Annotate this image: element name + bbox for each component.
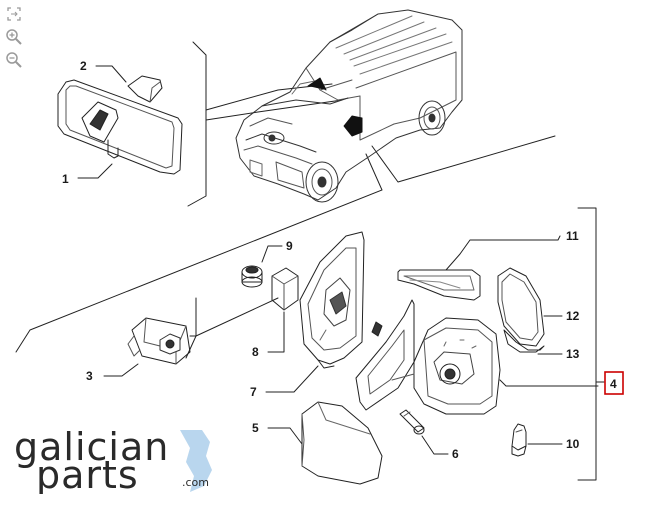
callout-8[interactable]: 8 bbox=[252, 345, 259, 359]
mirror-cover-part-5[interactable] bbox=[301, 401, 383, 485]
zoom-in-button[interactable] bbox=[4, 27, 24, 47]
cover-clip-part-8[interactable] bbox=[271, 267, 299, 311]
glass-backing-part-13[interactable] bbox=[503, 329, 545, 353]
logo-line-2: parts bbox=[36, 453, 139, 494]
highlight-box-part-4 bbox=[604, 371, 624, 395]
logo-line-1: galician bbox=[14, 428, 169, 469]
callout-6[interactable]: 6 bbox=[452, 447, 459, 461]
mirror-switch-part-3[interactable] bbox=[127, 317, 191, 365]
callout-11[interactable]: 11 bbox=[566, 229, 579, 243]
mirror-support-part[interactable] bbox=[127, 75, 163, 103]
logo-suffix: .com bbox=[182, 476, 209, 489]
logo-accent-shape bbox=[180, 430, 212, 492]
fullscreen-button[interactable] bbox=[4, 4, 24, 24]
callout-7[interactable]: 7 bbox=[250, 385, 257, 399]
callout-9[interactable]: 9 bbox=[286, 239, 293, 253]
zoom-in-icon bbox=[6, 29, 22, 45]
callout-12[interactable]: 12 bbox=[566, 309, 580, 323]
van-illustration bbox=[235, 9, 463, 203]
mirror-glass-part-12[interactable] bbox=[497, 267, 545, 347]
viewer-toolbar bbox=[4, 4, 26, 73]
zoom-out-icon bbox=[6, 52, 22, 68]
grommet-part-9[interactable] bbox=[241, 265, 263, 288]
screw-part-6[interactable] bbox=[399, 409, 425, 435]
callout-10[interactable]: 10 bbox=[566, 437, 580, 451]
callout-3[interactable]: 3 bbox=[86, 369, 93, 383]
rear-view-mirror-part[interactable] bbox=[57, 79, 183, 175]
galicianparts-logo: galician parts .com bbox=[14, 428, 212, 494]
callout-4[interactable]: 4 bbox=[610, 377, 617, 391]
mirror-assembly-part-4[interactable] bbox=[355, 299, 501, 415]
callout-5[interactable]: 5 bbox=[252, 421, 259, 435]
callout-2[interactable]: 2 bbox=[80, 59, 87, 73]
zoom-out-button[interactable] bbox=[4, 50, 24, 70]
callout-1[interactable]: 1 bbox=[62, 172, 69, 186]
callout-labels: 1 2 3 4 5 6 7 8 9 10 11 12 13 bbox=[62, 59, 617, 461]
fullscreen-icon bbox=[7, 7, 21, 21]
mirror-housing-part-7[interactable] bbox=[299, 231, 365, 369]
bulb-part-10[interactable] bbox=[511, 423, 527, 457]
indicator-lamp-part-11[interactable] bbox=[397, 269, 481, 301]
callout-13[interactable]: 13 bbox=[566, 347, 580, 361]
